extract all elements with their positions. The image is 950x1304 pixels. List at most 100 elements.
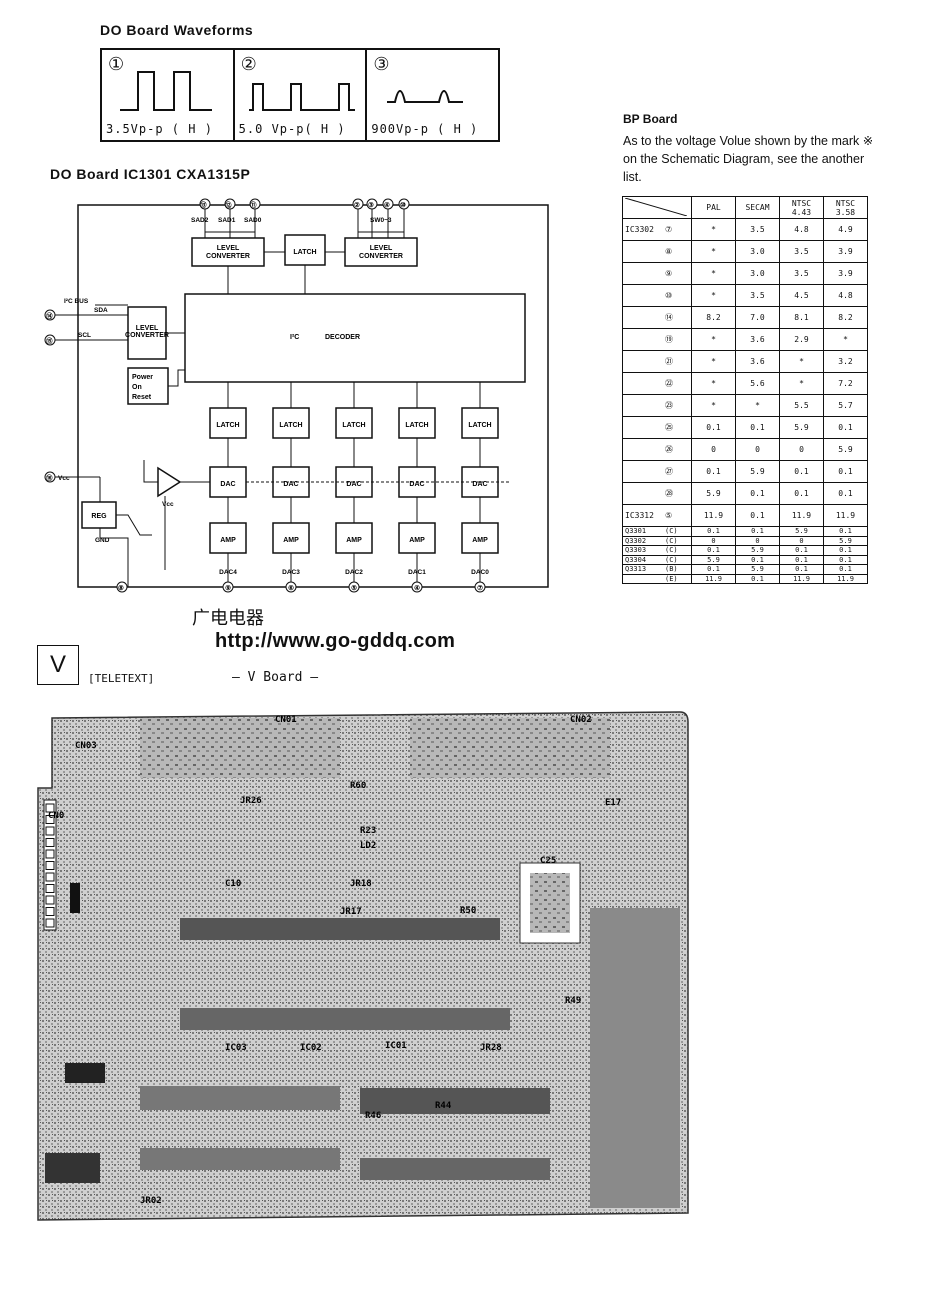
pcb-silkscreen-label: C10 <box>225 879 241 889</box>
table-cell: 11.9 <box>779 504 824 527</box>
pcb-silkscreen-label: JR02 <box>140 1196 162 1206</box>
table-cell: * <box>779 350 824 373</box>
amp-block <box>335 522 373 554</box>
row-label: Q3301(C) <box>622 526 692 537</box>
level-converter-bus <box>127 306 167 360</box>
row-label: ㉗ <box>622 460 692 483</box>
row-label: ⑲ <box>622 328 692 351</box>
por-line-1: Power <box>132 374 153 381</box>
table-cell: * <box>823 328 868 351</box>
pin-11: ⑪ <box>250 200 257 209</box>
table-cell: 3.5 <box>735 218 780 241</box>
op-amp-symbol <box>157 466 182 498</box>
table-cell: 0.1 <box>823 416 868 439</box>
pin-2: ② <box>354 201 360 209</box>
pcb-silkscreen-label: CN0 <box>48 811 64 821</box>
pcb-silkscreen-label: JR28 <box>480 1043 502 1053</box>
table-cell: 0.1 <box>735 504 780 527</box>
table-cell: 3.9 <box>823 240 868 263</box>
pcb-silkscreen-label: E17 <box>605 798 621 808</box>
amp-label: AMP <box>346 537 362 544</box>
ic-block-diagram: ⑬ ⑫ ⑪ SAD2 SAD1 SAD0 ② ③ ④ ⑩ SW0~3 LEVEL… <box>44 198 549 593</box>
table-row: ㉑*3.6*3.2 <box>622 350 868 373</box>
level-converter-left <box>191 237 265 267</box>
row-label: Q3303(C) <box>622 545 692 556</box>
table-cell: 5.9 <box>779 416 824 439</box>
dac-label: DAC <box>220 481 235 488</box>
table-cell: 0.1 <box>779 482 824 505</box>
top-pins-right: ② ③ ④ ⑩ SW0~3 <box>352 198 410 238</box>
ic-pin-row <box>140 1086 340 1110</box>
table-cell: * <box>691 350 736 373</box>
section-letter-v: V <box>37 645 79 685</box>
waveform-panel-2: ② 5.0 Vp-p( H ) <box>235 50 368 140</box>
row-label: ㉖ <box>622 438 692 461</box>
table-cell: 5.9 <box>735 460 780 483</box>
pin-label-sad2: SAD2 <box>191 217 209 224</box>
latch-top-label: LATCH <box>293 249 316 256</box>
pcb-silkscreen-label: CN03 <box>75 741 97 751</box>
table-cell: 0 <box>691 438 736 461</box>
table-cell: 3.5 <box>735 284 780 307</box>
amp-block <box>461 522 499 554</box>
bottom-pin-number: ④ <box>414 584 420 592</box>
col-header: SECAM <box>735 196 780 219</box>
amp-label: AMP <box>283 537 299 544</box>
pcb-region <box>410 718 610 778</box>
table-cell: 11.9 <box>823 504 868 527</box>
table-cell: 3.2 <box>823 350 868 373</box>
latch-label: LATCH <box>405 422 428 429</box>
table-cell: * <box>691 262 736 285</box>
row-label: ㉓ <box>622 394 692 417</box>
v-board-label: — V Board — <box>232 670 319 685</box>
table-cell: 8.2 <box>691 306 736 329</box>
table-cell: * <box>691 218 736 241</box>
pin-8: ⑧ <box>118 584 124 592</box>
svg-text:CONVERTER: CONVERTER <box>359 253 403 260</box>
table-cell: 0.1 <box>691 526 736 537</box>
table-cell: 3.5 <box>779 240 824 263</box>
waveform-caption: 900Vp-p ( H ) <box>371 122 479 136</box>
latch-block <box>209 407 247 439</box>
latch-block <box>335 407 373 439</box>
pin-label-sw: SW0~3 <box>370 217 392 224</box>
row-label: ⑨ <box>622 262 692 285</box>
pcb-silkscreen-label: CN02 <box>570 715 592 725</box>
bp-board-title: BP Board <box>623 112 678 126</box>
bottom-pin-number: ⑦ <box>477 584 483 592</box>
i2c-bus-label: I²C BUS <box>64 298 89 305</box>
row-label: ㉘ <box>622 482 692 505</box>
pin-16: ⑯ <box>46 473 53 482</box>
waveform-panel-group: ① 3.5Vp-p ( H ) ② 5.0 Vp-p( H ) ③ 900Vp-… <box>100 48 500 142</box>
table-cell: 5.9 <box>779 526 824 537</box>
latch-label: LATCH <box>279 422 302 429</box>
ic-pin-row <box>180 1008 510 1030</box>
amp-label: AMP <box>409 537 425 544</box>
table-cell: 4.8 <box>779 218 824 241</box>
ic-pin-row <box>360 1158 550 1180</box>
por-line-3: Reset <box>132 394 152 401</box>
table-cell: 3.0 <box>735 240 780 263</box>
pin-10: ⑩ <box>400 201 406 209</box>
pcb-silkscreen-label: JR26 <box>240 796 262 806</box>
row-label: ㉕ <box>622 416 692 439</box>
pcb-silkscreen-label: JR17 <box>340 907 362 917</box>
por-line-2: On <box>132 384 142 391</box>
table-cell: 0 <box>779 535 824 546</box>
pin-4: ④ <box>384 201 390 209</box>
table-cell: 0.1 <box>691 416 736 439</box>
table-cell: * <box>691 394 736 417</box>
table-cell: 3.6 <box>735 350 780 373</box>
decoder-prefix: I²C <box>290 334 299 341</box>
